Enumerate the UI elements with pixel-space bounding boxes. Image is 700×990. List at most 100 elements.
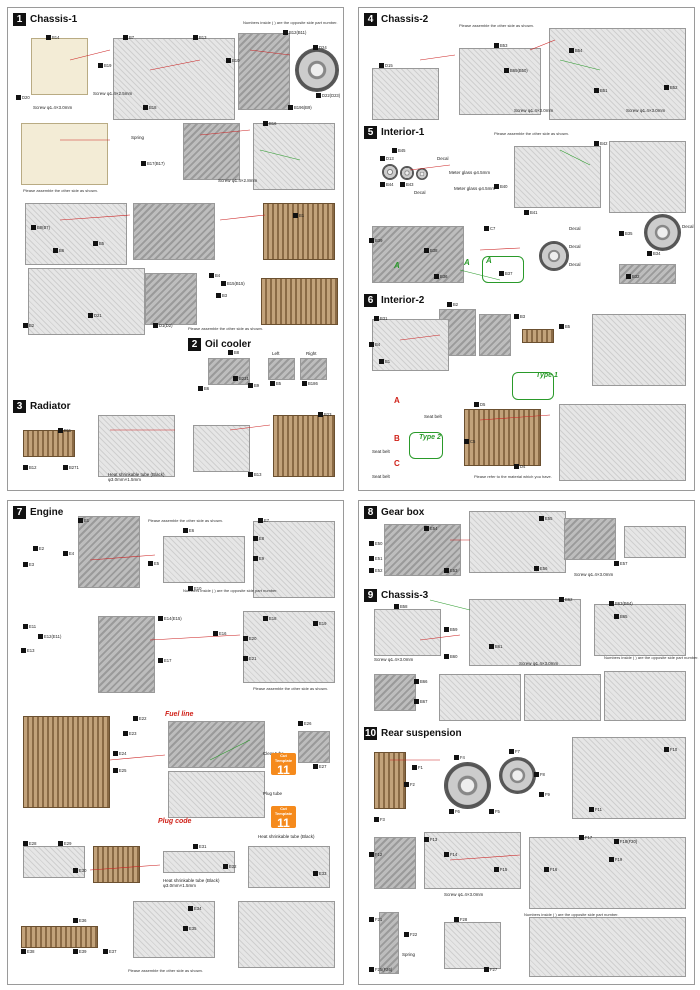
section-number: 6 — [364, 294, 377, 307]
part-marker-icon — [123, 731, 128, 736]
part-marker-icon — [213, 631, 218, 636]
part-number: F2 — [404, 782, 415, 787]
section-title: Gear box — [381, 507, 425, 518]
cylinder-head-illustration — [23, 716, 110, 808]
section-title: Interior-2 — [381, 295, 425, 306]
steering-wheel-illustration — [644, 214, 681, 251]
part-marker-icon — [514, 314, 519, 319]
part-number: F5 — [489, 809, 500, 814]
manual-page-2: 4 Chassis-2 Please assemble the other si… — [358, 7, 695, 491]
part-number: B12 — [23, 465, 36, 470]
part-marker-icon — [374, 817, 379, 822]
gauge-illustration — [400, 166, 414, 180]
part-marker-icon — [73, 918, 78, 923]
part-number: B13 — [193, 35, 206, 40]
part-marker-icon — [21, 648, 26, 653]
engine-complete-illustration — [238, 901, 335, 968]
section-interior-1: 5 Interior-1 Please assemble the other s… — [364, 126, 694, 291]
part-marker-icon — [73, 868, 78, 873]
part-number: D22(D23) — [316, 93, 340, 98]
part-marker-icon — [484, 226, 489, 231]
part-number: E2 — [33, 546, 44, 551]
part-marker-icon — [188, 586, 193, 591]
part-number: B3 — [216, 293, 227, 298]
part-marker-icon — [594, 141, 599, 146]
part-marker-icon — [380, 156, 385, 161]
assemble-other-side-note: Please assemble the other side as shown. — [23, 188, 98, 193]
oil-cooler-left-illustration — [268, 358, 295, 380]
assemble-other-side-note: Please assemble the other side as shown. — [459, 23, 534, 28]
part-number: E31 — [193, 844, 206, 849]
part-marker-icon — [63, 465, 68, 470]
seat-installed-illustration — [559, 404, 686, 481]
part-number: B9 — [248, 383, 259, 388]
part-number: E5 — [148, 561, 159, 566]
numbers-note: Numbers inside ( ) are the opposite side… — [243, 20, 338, 25]
part-marker-icon — [449, 809, 454, 814]
engine-front-cover-illustration — [98, 616, 155, 693]
part-marker-icon — [412, 765, 417, 770]
meter-glass-label: Meter glass φ4.5mm — [449, 170, 491, 175]
section-title: Engine — [30, 507, 64, 518]
plug-code-label: Plug code — [158, 818, 192, 825]
part-marker-icon — [544, 867, 549, 872]
part-number: B1 — [379, 359, 390, 364]
part-marker-icon — [23, 323, 28, 328]
part-marker-icon — [123, 35, 128, 40]
part-number: F16 — [544, 867, 557, 872]
decal-label: Decal — [682, 224, 694, 229]
part-number: B38 — [424, 248, 437, 253]
part-marker-icon — [369, 967, 374, 972]
part-number: F4 — [454, 755, 465, 760]
part-number: E3 — [23, 562, 34, 567]
spring-label: Spring — [402, 952, 416, 957]
seat-belt-letter-c: C — [394, 459, 400, 468]
part-number: F18(F20) — [614, 839, 637, 844]
part-marker-icon — [424, 526, 429, 531]
suspension-upright-illustration — [238, 33, 290, 110]
part-number: E38 — [21, 949, 34, 954]
part-number: E28 — [23, 841, 36, 846]
part-marker-icon — [78, 518, 83, 523]
part-marker-icon — [664, 85, 669, 90]
heat-shrink-size-label: φ3.0mm×1.5mm — [163, 883, 197, 888]
part-number: F1 — [412, 765, 423, 770]
rear-suspension-complete-illustration — [529, 917, 686, 977]
part-marker-icon — [569, 48, 574, 53]
rear-frame-view-illustration — [604, 671, 686, 721]
part-number: B12(B11) — [283, 30, 306, 35]
part-number: B34 — [647, 251, 660, 256]
part-number: B5 — [93, 241, 104, 246]
screw-label: Screw φ1.4×2.8mm — [218, 178, 258, 183]
part-number: E26 — [298, 721, 311, 726]
part-number: E22 — [133, 716, 146, 721]
part-marker-icon — [73, 949, 78, 954]
part-marker-icon — [93, 241, 98, 246]
part-marker-icon — [494, 184, 499, 189]
part-marker-icon — [400, 182, 405, 187]
part-marker-icon — [313, 764, 318, 769]
cut-template-badge: Cut Template 11 — [271, 753, 296, 777]
part-marker-icon — [198, 386, 203, 391]
part-number: D13 — [380, 156, 394, 161]
part-number: F19 — [609, 857, 622, 862]
part-marker-icon — [424, 248, 429, 253]
section-title: Chassis-1 — [30, 14, 78, 25]
fuel-line-label: Fuel line — [165, 711, 194, 718]
part-number: E32 — [223, 864, 236, 869]
pedal-box-illustration — [133, 203, 215, 260]
part-marker-icon — [193, 35, 198, 40]
part-marker-icon — [447, 302, 452, 307]
part-number: B7 — [123, 35, 134, 40]
type1-callout — [512, 372, 554, 400]
part-number: E11 — [23, 624, 36, 629]
part-marker-icon — [369, 568, 374, 573]
material-note: Please refer to the material which you h… — [474, 474, 552, 479]
gauge-illustration — [416, 168, 428, 180]
section-rear-suspension: 10 Rear suspension Numbers inside ( ) ar… — [364, 727, 690, 979]
part-number: E16 — [213, 631, 226, 636]
part-marker-icon — [524, 210, 529, 215]
assemble-other-side-note: Please assemble the other side as shown. — [188, 326, 263, 331]
manual-page-4: 8 Gear box Screw φ1.4×3.0mm E50 E51 E52 … — [358, 500, 699, 985]
part-marker-icon — [46, 35, 51, 40]
